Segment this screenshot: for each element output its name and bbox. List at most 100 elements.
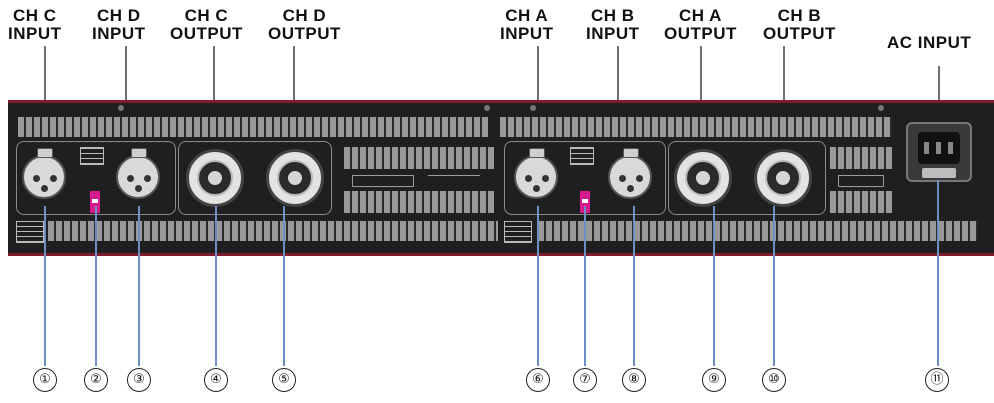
callout-line-4 xyxy=(215,206,217,366)
xlr-latch xyxy=(623,148,639,158)
callout-line-1 xyxy=(44,206,46,366)
xlr-input-ch-c[interactable] xyxy=(22,148,66,199)
speakon-core xyxy=(288,171,302,185)
speakon-ring xyxy=(277,160,313,196)
xlr-pin xyxy=(627,185,634,192)
callout-line-11 xyxy=(937,180,939,366)
vent-row xyxy=(48,221,498,241)
callout-number-11: ⑪ xyxy=(925,368,949,392)
socket-pin xyxy=(924,142,929,154)
xlr-pin xyxy=(619,175,626,182)
xlr-pin xyxy=(542,175,549,182)
label-line: CH D xyxy=(282,6,327,25)
callout-number-1: ① xyxy=(33,368,57,392)
label-line: CH A xyxy=(678,6,722,25)
screw xyxy=(484,105,490,111)
label-ch-a-input: CH A INPUT xyxy=(500,7,554,43)
ac-power-inlet[interactable] xyxy=(906,122,972,182)
callout-number-9: ⑨ xyxy=(702,368,726,392)
label-line: OUTPUT xyxy=(763,24,836,43)
certification-marks xyxy=(428,175,480,186)
output-block-ab xyxy=(668,141,826,215)
label-line: CH D xyxy=(96,6,141,25)
label-ch-b-input: CH B INPUT xyxy=(586,7,640,43)
xlr-input-ch-a[interactable] xyxy=(514,148,558,199)
label-line: CH B xyxy=(777,6,822,25)
socket-pin xyxy=(936,142,941,154)
callout-number-3: ③ xyxy=(127,368,151,392)
screw xyxy=(878,105,884,111)
routing-switch-cd[interactable] xyxy=(90,191,100,213)
label-ch-d-input: CH D INPUT xyxy=(92,7,146,43)
xlr-latch xyxy=(37,148,53,158)
label-strip xyxy=(838,175,884,187)
callout-number-6: ⑥ xyxy=(526,368,550,392)
callout-line-8 xyxy=(633,206,635,366)
vent-block xyxy=(830,147,892,169)
routing-switch-ab[interactable] xyxy=(580,191,590,213)
callout-line-2 xyxy=(95,206,97,366)
output-block-cd xyxy=(178,141,332,215)
routing-diagram-icon xyxy=(80,147,104,165)
label-line: INPUT xyxy=(586,24,640,43)
screw xyxy=(118,105,124,111)
label-line: INPUT xyxy=(92,24,146,43)
label-line: INPUT xyxy=(8,24,62,43)
leader-line xyxy=(938,66,940,126)
callout-number-7: ⑦ xyxy=(573,368,597,392)
xlr-pin xyxy=(33,175,40,182)
speakon-output-ch-a[interactable] xyxy=(674,149,732,207)
label-line: OUTPUT xyxy=(268,24,341,43)
speakon-output-ch-b[interactable] xyxy=(754,149,812,207)
label-line: AC INPUT xyxy=(887,33,972,52)
xlr-latch xyxy=(131,148,147,158)
speakon-ring xyxy=(765,160,801,196)
callout-number-10: ⑩ xyxy=(762,368,786,392)
callout-number-5: ⑤ xyxy=(272,368,296,392)
callout-line-3 xyxy=(138,206,140,366)
callout-line-6 xyxy=(537,206,539,366)
xlr-pin xyxy=(636,175,643,182)
speakon-core xyxy=(208,171,222,185)
label-ch-a-output: CH A OUTPUT xyxy=(664,7,737,43)
label-plate-icon xyxy=(504,221,532,243)
xlr-pin xyxy=(50,175,57,182)
xlr-latch xyxy=(529,148,545,158)
xlr-pin xyxy=(127,175,134,182)
xlr-pin xyxy=(135,185,142,192)
speakon-ring xyxy=(685,160,721,196)
label-line: CH A xyxy=(505,6,549,25)
leader-line xyxy=(537,46,539,152)
label-line: INPUT xyxy=(500,24,554,43)
label-strip xyxy=(352,175,414,187)
label-line: CH C xyxy=(184,6,229,25)
callout-line-10 xyxy=(773,206,775,366)
xlr-pin xyxy=(533,185,540,192)
rear-panel xyxy=(8,100,994,256)
xlr-input-ch-d[interactable] xyxy=(116,148,160,199)
callout-number-4: ④ xyxy=(204,368,228,392)
vent-block xyxy=(830,191,892,213)
leader-line xyxy=(700,46,702,146)
label-ch-c-input: CH C INPUT xyxy=(8,7,62,43)
speakon-output-ch-d[interactable] xyxy=(266,149,324,207)
label-line: CH B xyxy=(590,6,635,25)
speakon-ring xyxy=(197,160,233,196)
label-ch-b-output: CH B OUTPUT xyxy=(763,7,836,43)
leader-line xyxy=(213,46,215,146)
label-line: OUTPUT xyxy=(664,24,737,43)
label-ac-input: AC INPUT xyxy=(887,34,971,52)
label-ch-d-output: CH D OUTPUT xyxy=(268,7,341,43)
screw xyxy=(530,105,536,111)
vent-block xyxy=(344,147,494,169)
speakon-output-ch-c[interactable] xyxy=(186,149,244,207)
fuse-holder xyxy=(922,168,956,178)
vent-row xyxy=(500,117,892,137)
iec-socket xyxy=(918,132,960,164)
callout-line-9 xyxy=(713,206,715,366)
speakon-core xyxy=(696,171,710,185)
vent-block xyxy=(344,191,494,213)
routing-diagram-icon xyxy=(570,147,594,165)
xlr-input-ch-b[interactable] xyxy=(608,148,652,199)
label-line: OUTPUT xyxy=(170,24,243,43)
